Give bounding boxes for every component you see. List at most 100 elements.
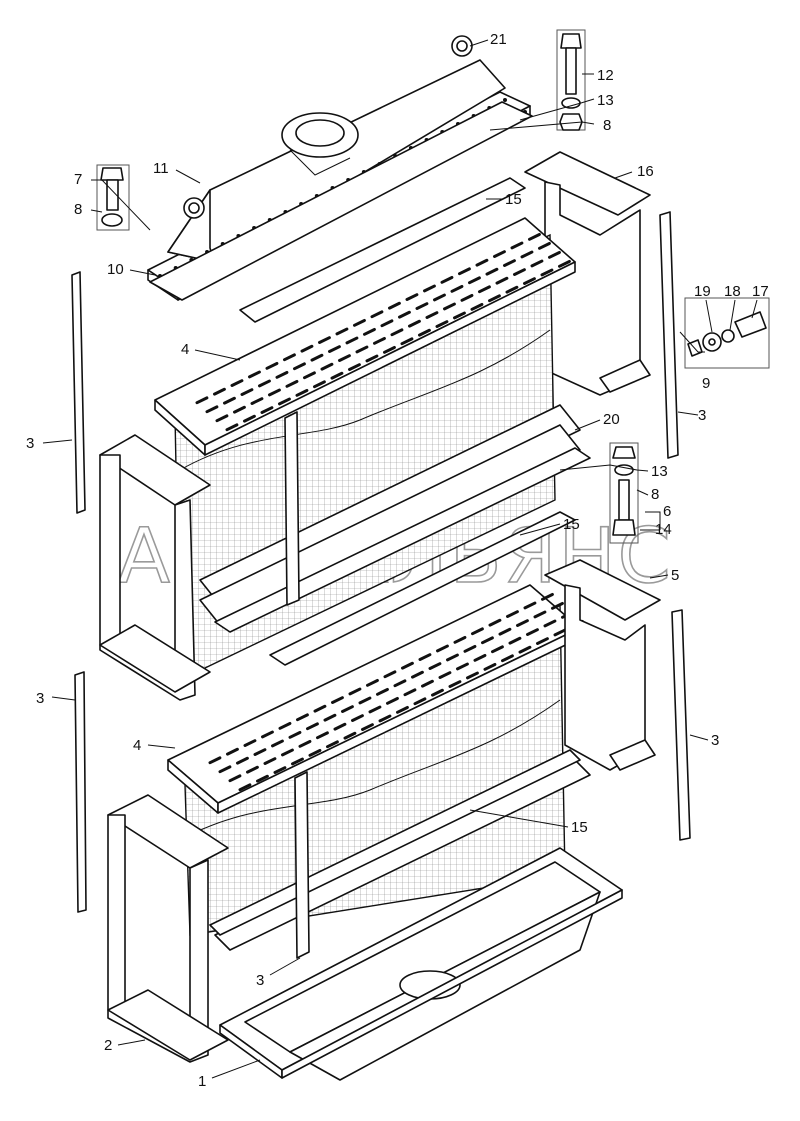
core-slot [261, 730, 274, 739]
core-slot [421, 679, 434, 688]
core-slot [236, 756, 249, 765]
core-slot [503, 259, 516, 267]
side-bracket-5 [544, 559, 661, 771]
core-slot [295, 388, 309, 397]
core-slot [393, 679, 407, 688]
core-slot [446, 653, 459, 662]
side-strip-3-front-upper [284, 411, 300, 606]
core-slot [361, 723, 374, 731]
core-slot [453, 311, 466, 320]
callout-3-right-lower: 3 [711, 732, 719, 749]
side-bracket-16 [524, 151, 651, 396]
core-slot [285, 379, 299, 388]
core-slot [505, 285, 519, 294]
callout-8-top: 8 [603, 117, 611, 134]
core-slot [313, 380, 326, 389]
side-strip-3-left-lower [74, 671, 87, 913]
callout-3-bottom: 3 [256, 972, 264, 989]
core-slot [243, 414, 256, 423]
core-slot [448, 680, 462, 688]
callout-9: 9 [702, 375, 710, 392]
core-slot [425, 311, 439, 319]
core-slot [373, 336, 386, 345]
core-slot [208, 756, 222, 765]
core-slot [308, 748, 322, 757]
core-slot [523, 277, 536, 285]
callout-8-left: 8 [74, 201, 82, 218]
core-slot [386, 696, 399, 705]
core-slot [433, 293, 446, 302]
core-slot [330, 371, 344, 380]
core-slot [468, 276, 481, 285]
core-slot [485, 267, 499, 276]
core-slot [298, 739, 312, 748]
core-slot [491, 645, 504, 654]
core-slot [348, 363, 361, 371]
core-slot [516, 619, 529, 627]
core-slot [226, 747, 239, 756]
core-slot [533, 610, 547, 619]
callout-3-left-upper: 3 [26, 435, 34, 452]
core-slot [378, 714, 392, 723]
core-slot [218, 765, 232, 774]
core-slot [495, 276, 509, 285]
core-slot [443, 302, 456, 311]
core-slot [333, 722, 347, 731]
callout-1: 1 [198, 1073, 206, 1090]
core-slot [403, 688, 417, 697]
core-slot [215, 414, 229, 423]
core-slot [275, 370, 289, 379]
core-slot [508, 636, 522, 645]
leader-lines [42, 39, 758, 1079]
core-slot [293, 362, 306, 371]
core-slot [348, 687, 362, 696]
core-slot [380, 319, 394, 328]
core-slot [475, 258, 489, 267]
core-slot [205, 405, 219, 414]
core-slot [238, 783, 252, 792]
core-slot [243, 739, 257, 747]
core-slot [541, 592, 554, 601]
core-slot [538, 241, 551, 250]
core-slot [548, 250, 561, 259]
core-slot [501, 654, 514, 663]
callout-20: 20 [603, 411, 620, 428]
core-slot [540, 268, 554, 277]
core-slot [306, 722, 319, 731]
callout-6: 6 [663, 503, 671, 520]
core-slot [488, 618, 502, 627]
callout-4-lower: 4 [133, 737, 141, 754]
callout-3-right-upper: 3 [698, 407, 706, 424]
lower-tank [219, 847, 623, 1081]
core-slot [353, 318, 366, 327]
core-slot [291, 757, 304, 766]
side-strip-3-left-upper [71, 271, 86, 514]
core-slot [396, 705, 409, 714]
core-slot [335, 327, 349, 336]
callout-5: 5 [671, 567, 679, 584]
core-slot [436, 644, 449, 653]
core-slot [326, 740, 339, 749]
callout-14: 14 [655, 521, 672, 538]
core-slot [506, 610, 519, 618]
callout-13-top: 13 [597, 92, 614, 109]
core-slot [355, 345, 369, 354]
core-slot [265, 361, 279, 370]
core-slot [223, 396, 236, 405]
side-strip-3-right-upper [659, 211, 679, 459]
callout-15-top: 15 [505, 191, 522, 208]
core-slot [363, 327, 376, 336]
core-slot [478, 285, 491, 294]
core-slot [481, 636, 494, 645]
core-slot [213, 387, 226, 396]
core-slot [401, 661, 414, 670]
core-slot [300, 344, 314, 353]
callout-4-upper: 4 [181, 341, 189, 358]
core-slot [536, 637, 549, 645]
core-slot [343, 731, 357, 740]
core-slot [398, 310, 411, 319]
core-slot [423, 284, 436, 293]
core-slot [370, 310, 384, 319]
core-slot [351, 714, 364, 722]
core-slot [528, 232, 541, 241]
